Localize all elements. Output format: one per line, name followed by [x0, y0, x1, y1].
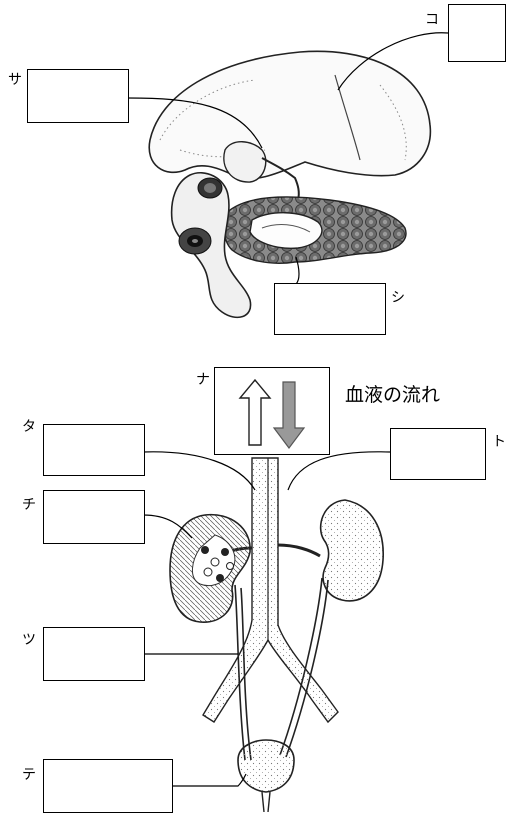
answer-box-sa[interactable] — [27, 69, 129, 123]
left-kidney-cross-section — [170, 515, 250, 623]
answer-box-ta[interactable] — [43, 424, 145, 476]
answer-box-ko[interactable] — [448, 4, 506, 62]
pancreas — [224, 197, 406, 263]
label-shi: シ — [391, 287, 405, 307]
label-na: ナ — [196, 369, 210, 389]
label-sa: サ — [8, 69, 22, 89]
label-chi: チ — [22, 494, 36, 514]
bladder — [238, 740, 294, 812]
answer-box-shi[interactable] — [274, 283, 386, 335]
flow-caption: 血液の流れ — [345, 380, 440, 407]
answer-box-tsu[interactable] — [43, 627, 145, 681]
flow-arrow-box-na[interactable] — [214, 367, 330, 455]
label-te: テ — [22, 764, 36, 784]
answer-box-to[interactable] — [390, 428, 486, 480]
label-ko: コ — [425, 9, 439, 29]
right-kidney — [321, 500, 384, 601]
liver — [149, 51, 430, 178]
label-tsu: ツ — [22, 629, 36, 649]
answer-box-te[interactable] — [43, 759, 173, 813]
label-to: ト — [492, 431, 506, 451]
label-ta: タ — [22, 416, 36, 436]
answer-box-chi[interactable] — [43, 490, 145, 544]
